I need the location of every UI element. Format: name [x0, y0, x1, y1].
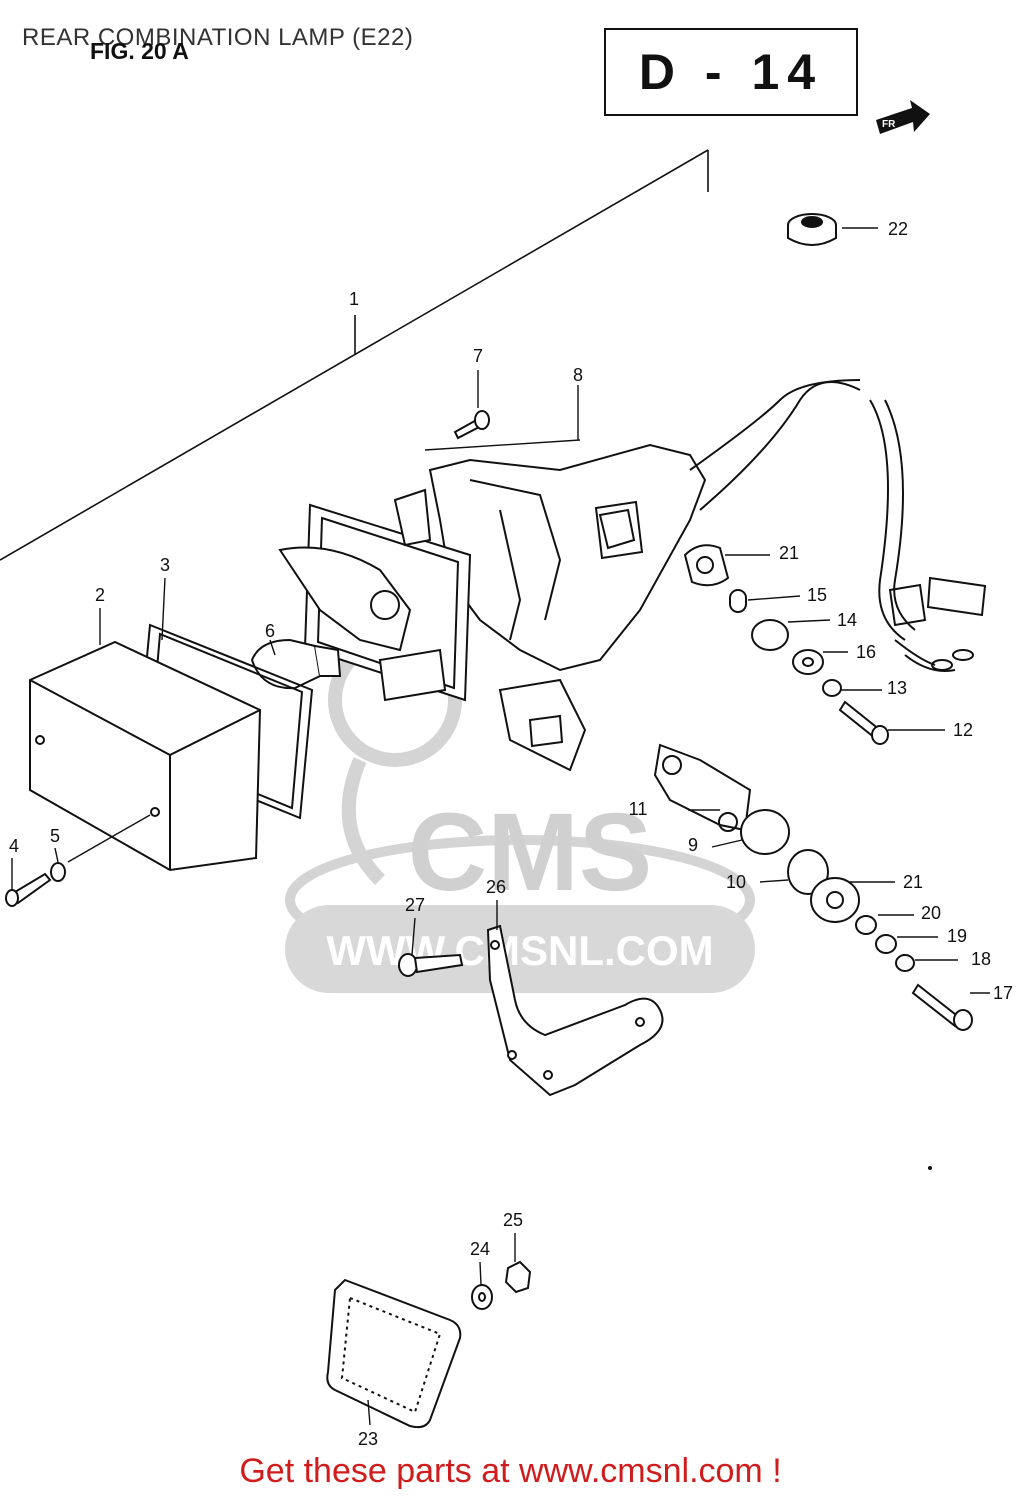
license-lamp-lower — [653, 743, 973, 1031]
front-direction-arrow: FR — [876, 100, 930, 134]
diagram-title: REAR COMBINATION LAMP (E22) — [22, 24, 414, 51]
bulb — [250, 638, 342, 690]
stray-dot — [928, 1166, 932, 1170]
callout-16: 16 — [856, 642, 876, 662]
callout-27: 27 — [405, 895, 425, 915]
callout-23: 23 — [358, 1429, 378, 1449]
callout-9: 9 — [688, 835, 698, 855]
callout-18: 18 — [971, 949, 991, 969]
license-lamp-upper — [683, 544, 889, 745]
callout-25: 25 — [503, 1210, 523, 1230]
callout-15: 15 — [807, 585, 827, 605]
page-code-box: D - 14 — [604, 28, 858, 116]
footer-link[interactable]: Get these parts at www.cmsnl.com ! — [239, 1452, 782, 1490]
callout-26: 26 — [486, 877, 506, 897]
lamp-housing — [428, 443, 707, 672]
callout-12: 12 — [953, 720, 973, 740]
bolt-27 — [398, 953, 464, 977]
callout-13: 13 — [887, 678, 907, 698]
callout-3: 3 — [160, 555, 170, 575]
assembly-bracket — [0, 149, 709, 561]
watermark-brand: CMS — [408, 791, 652, 914]
callout-20: 20 — [921, 903, 941, 923]
callout-17: 17 — [993, 983, 1013, 1003]
callout-8: 8 — [573, 365, 583, 385]
callout-2: 2 — [95, 585, 105, 605]
wire-harness — [689, 379, 987, 672]
callout-14: 14 — [837, 610, 857, 630]
callout-21-upper: 21 — [779, 543, 799, 563]
watermark-site: WWW.CMSNL.COM — [326, 927, 713, 974]
front-arrow-label: FR — [882, 119, 896, 130]
lens — [29, 640, 262, 872]
screw-4 — [5, 862, 66, 907]
callouts: 1 2 3 4 5 6 7 8 9 10 11 12 13 14 15 16 1… — [9, 219, 1013, 1449]
bracket-26 — [486, 924, 664, 1097]
callout-5: 5 — [50, 826, 60, 846]
callout-21-lower: 21 — [903, 872, 923, 892]
callout-22: 22 — [888, 219, 908, 239]
reflector-23 — [326, 1278, 462, 1429]
figure-label: FIG. 20 A — [90, 38, 189, 64]
callout-6: 6 — [265, 621, 275, 641]
screw-7 — [453, 410, 490, 440]
callout-10: 10 — [726, 872, 746, 892]
callout-24: 24 — [470, 1239, 490, 1259]
callout-11: 11 — [629, 799, 648, 819]
washer-24-nut-25 — [471, 1260, 532, 1310]
grommet-22 — [787, 213, 837, 246]
socket-plate — [278, 488, 587, 772]
callout-1: 1 — [349, 289, 359, 309]
callout-19: 19 — [947, 926, 967, 946]
callout-4: 4 — [9, 836, 19, 856]
leader-lines — [11, 227, 990, 1426]
callout-7: 7 — [473, 346, 483, 366]
